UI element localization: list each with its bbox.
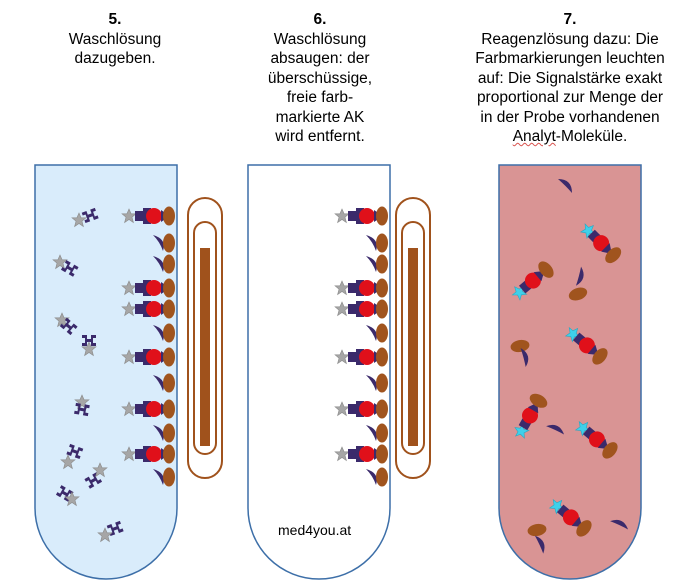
- step-5-line: dazugeben.: [74, 50, 156, 67]
- step-6-line: Waschlösung: [273, 30, 367, 48]
- magnet-1: [187, 197, 223, 479]
- step-6-line: absaugen: der: [270, 50, 370, 67]
- step-6-number: 6.: [313, 11, 327, 28]
- step-6-line: freie farb-: [286, 89, 354, 106]
- step-7-line: proportional zur Menge der: [476, 89, 664, 106]
- step-6-line: wird entfernt.: [275, 128, 365, 145]
- test-tube-3: [498, 164, 642, 580]
- step-6-line: überschüssige,: [267, 69, 373, 87]
- step-7-line: auf: Die Signalstärke exakt: [477, 69, 663, 87]
- step-5-number: 5.: [108, 11, 122, 28]
- step-5-caption: 5. Waschlösung dazugeben.: [40, 10, 190, 69]
- molekuele-word: -Moleküle.: [555, 128, 628, 145]
- step-7-line: Reagenzlösung dazu: Die: [481, 30, 659, 48]
- magnet-2: [395, 197, 431, 479]
- test-tube-1: [34, 164, 178, 580]
- step-6-caption: 6. Waschlösung absaugen: der überschüssi…: [245, 10, 395, 147]
- step-7-number: 7.: [563, 11, 577, 28]
- step-7-line: Farbmarkierungen leuchten: [475, 50, 665, 67]
- test-tube-2: [247, 164, 391, 580]
- step-7-line: in der Probe vorhandenen: [480, 108, 660, 126]
- step-5-line: Waschlösung: [68, 30, 162, 48]
- analyt-word: Analyt: [512, 128, 556, 145]
- step-7-caption: 7. Reagenzlösung dazu: Die Farbmarkierun…: [455, 10, 685, 147]
- step-6-line: markierte AK: [275, 108, 365, 126]
- step-7-line-last: Analyt-Moleküle.: [455, 127, 685, 147]
- watermark: med4you.at: [278, 522, 352, 538]
